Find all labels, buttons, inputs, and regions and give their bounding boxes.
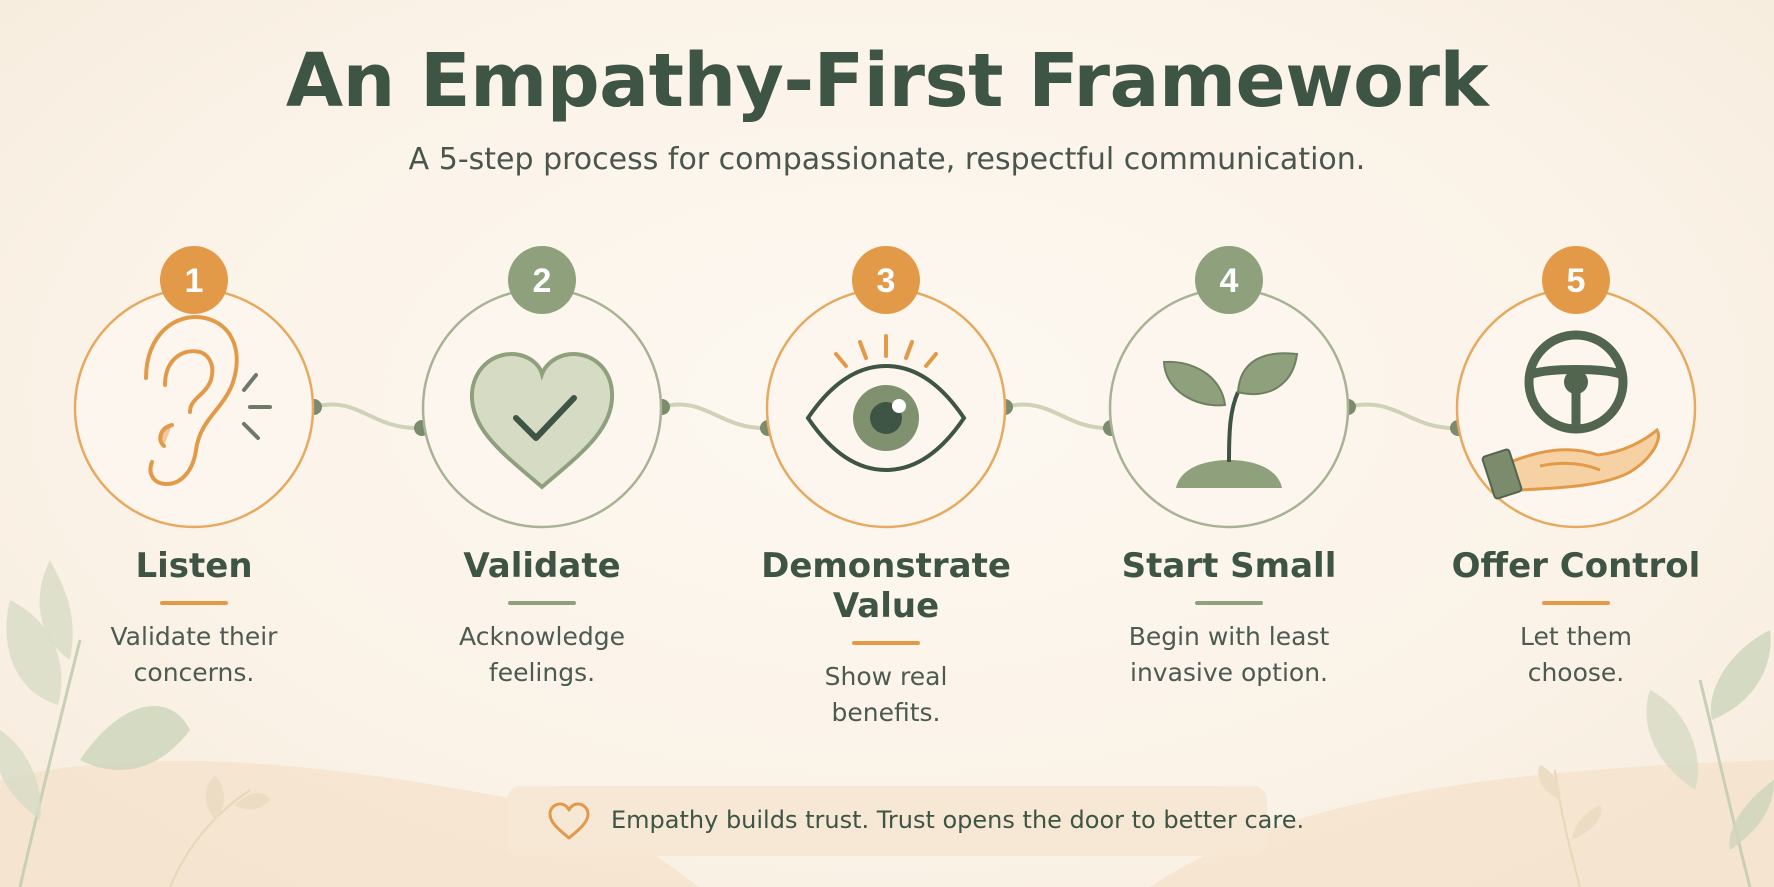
step-5-number: 5 [1567, 262, 1586, 300]
step-connectors [313, 402, 1459, 431]
heart-check-icon [469, 352, 615, 490]
step-3-desc-line-2: benefits. [831, 698, 941, 727]
step-1-title-line-1: Listen [135, 546, 253, 586]
step-4-underline [1195, 601, 1263, 605]
step-4-circle [1108, 287, 1350, 529]
step-3-underline [852, 641, 920, 645]
background-hill-right [1150, 760, 1774, 887]
connector-3-4 [1004, 402, 1112, 431]
connector-1-2 [313, 402, 423, 431]
leaf-decoration-left [0, 560, 270, 887]
step-4-text: Start Small Begin with least invasive op… [1079, 546, 1379, 691]
step-2-badge [508, 246, 576, 314]
step-1-underline [160, 601, 228, 605]
connector-2-3 [661, 402, 769, 431]
step-3-text: Demonstrate Value Show real benefits. [736, 546, 1036, 731]
sprout-icon [1162, 352, 1299, 488]
leaf-decoration-right [1538, 630, 1774, 887]
step-1-badge [160, 246, 228, 314]
step-2-title-line-1: Validate [463, 546, 621, 586]
step-2-number: 2 [533, 262, 552, 300]
eye-icon [805, 334, 967, 473]
step-3-badge [852, 246, 920, 314]
step-1-text: Listen Validate their concerns. [44, 546, 344, 691]
step-1-desc-line-1: Validate their [110, 622, 278, 651]
step-2-desc-line-1: Acknowledge [459, 622, 625, 651]
step-3-title: Demonstrate Value [736, 546, 1036, 626]
step-2-underline [508, 601, 576, 605]
step-2-title: Validate [392, 546, 692, 586]
step-5-badge [1542, 246, 1610, 314]
step-3-description: Show real benefits. [736, 659, 1036, 731]
step-3-title-line-1: Demonstrate [761, 546, 1011, 586]
step-5-title: Offer Control [1426, 546, 1726, 586]
step-4-title: Start Small [1079, 546, 1379, 586]
step-4-badge [1195, 246, 1263, 314]
step-5-title-line-1: Offer Control [1451, 546, 1701, 586]
banner-text: Empathy builds trust. Trust opens the do… [611, 806, 1305, 834]
step-3-number: 3 [877, 262, 896, 300]
step-1-description: Validate their concerns. [44, 619, 344, 691]
step-2-description: Acknowledge feelings. [392, 619, 692, 691]
step-4-desc-line-1: Begin with least [1128, 622, 1330, 651]
step-5-underline [1542, 601, 1610, 605]
step-1-title: Listen [44, 546, 344, 586]
step-2-text: Validate Acknowledge feelings. [392, 546, 692, 691]
step-circles [73, 287, 1697, 529]
page-title: An Empathy-First Framework [285, 38, 1489, 124]
step-3-title-line-2: Value [832, 586, 940, 626]
step-badges: 1 2 3 4 5 [160, 246, 1610, 314]
ear-icon [144, 315, 272, 487]
step-5-desc-line-2: choose. [1527, 658, 1625, 687]
step-5-text: Offer Control Let them choose. [1426, 546, 1726, 691]
step-4-description: Begin with least invasive option. [1079, 619, 1379, 691]
connector-4-5 [1347, 402, 1459, 431]
heart-outline-icon [548, 802, 590, 840]
step-1-circle [73, 287, 315, 529]
trust-banner: Empathy builds trust. Trust opens the do… [507, 786, 1304, 856]
page-subtitle: A 5-step process for compassionate, resp… [408, 142, 1366, 177]
step-1-number: 1 [185, 262, 204, 300]
step-1-desc-line-2: concerns. [133, 658, 255, 687]
step-4-desc-line-2: invasive option. [1130, 658, 1328, 687]
step-4-number: 4 [1220, 262, 1239, 300]
step-5-desc-line-1: Let them [1520, 622, 1632, 651]
hand-steering-wheel-icon [1481, 330, 1660, 500]
step-3-desc-line-1: Show real [824, 662, 948, 691]
step-5-description: Let them choose. [1426, 619, 1726, 691]
step-2-desc-line-2: feelings. [488, 658, 596, 687]
step-4-title-line-1: Start Small [1121, 546, 1337, 586]
